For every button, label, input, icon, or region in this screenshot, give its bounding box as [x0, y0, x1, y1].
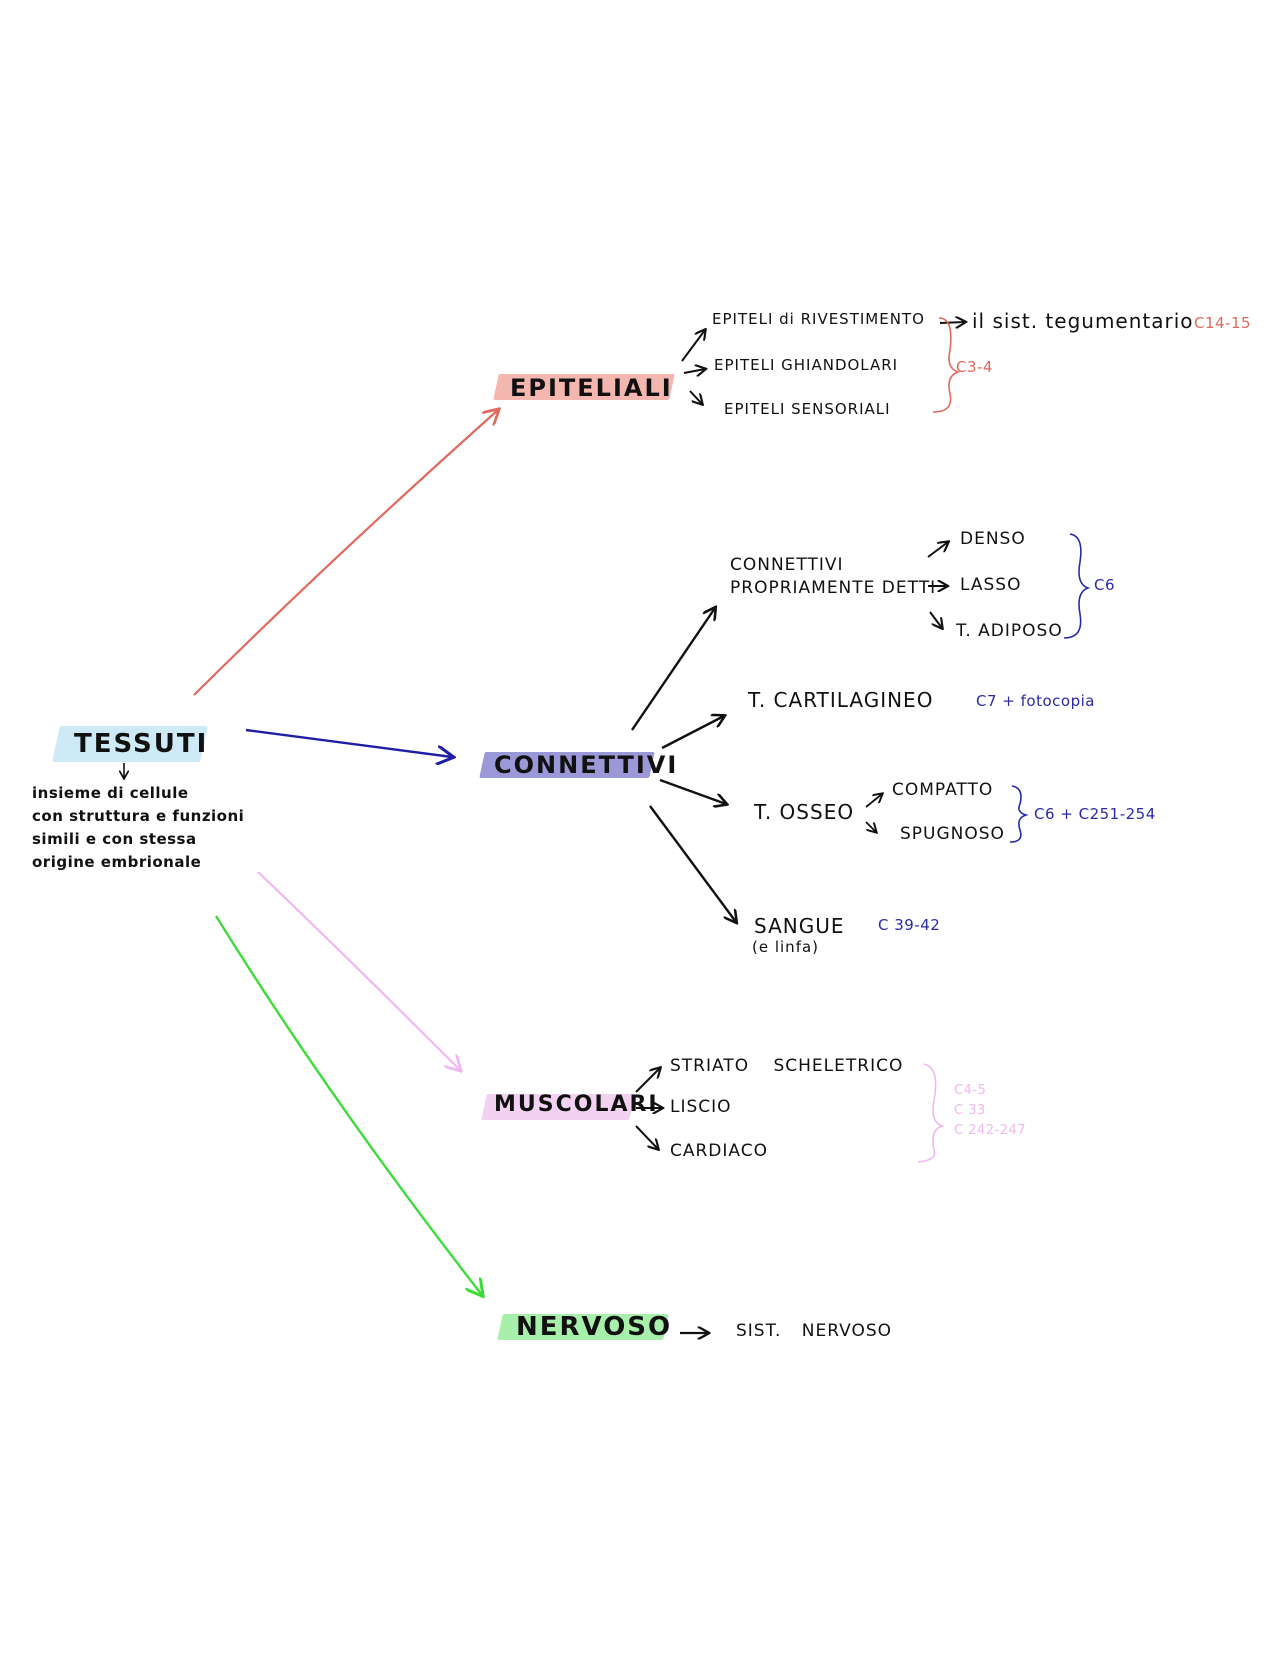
tessuti-title: TESSUTI	[74, 729, 209, 759]
epiteliali-label: EPITELIALI	[510, 374, 673, 402]
osseo-label: T. OSSEO	[754, 800, 855, 824]
tessuti-definition: insieme di cellule con struttura e funzi…	[32, 782, 244, 874]
muscolari-item: CARDIACO	[670, 1141, 768, 1161]
brace-osseo	[1009, 785, 1029, 843]
arrow-to-nervoso	[214, 915, 482, 1295]
arrow-to-epiteliali	[193, 410, 498, 696]
propriamente-item: T. ADIPOSO	[956, 621, 1063, 641]
arrow-connettivi-osseo	[659, 778, 726, 804]
propriamente-item: DENSO	[960, 529, 1026, 549]
muscolari-ref: C 33	[954, 1103, 986, 1118]
osseo-item: SPUGNOSO	[900, 824, 1005, 844]
propriamente-ref: C6	[1094, 576, 1116, 594]
sangue-sub: (e linfa)	[752, 938, 820, 956]
muscolari-item: STRIATO SCHELETRICO	[670, 1056, 904, 1076]
sistema-nervoso-label: SIST. NERVOSO	[736, 1321, 892, 1341]
arrow-to-muscolari	[257, 871, 460, 1070]
epiteliali-item: EPITELI GHIANDOLARI	[714, 356, 899, 374]
arrow-epiteliali-rivestimento	[681, 330, 705, 362]
arrow-epiteliali-sensoriali	[689, 390, 702, 404]
osseo-ref: C6 + C251-254	[1034, 805, 1156, 823]
sangue-ref: C 39-42	[878, 916, 941, 934]
arrow-rivestimento-tegumentario	[939, 322, 965, 323]
arrow-connettivi-cartilagineo	[661, 716, 724, 750]
propriamente-item: LASSO	[960, 575, 1022, 595]
arrow-to-connettivi	[245, 728, 452, 757]
brace-muscolari	[917, 1063, 945, 1163]
epiteliali-item: EPITELI di RIVESTIMENTO	[712, 310, 925, 328]
epiteliali-item: EPITELI SENSORIALI	[724, 400, 891, 418]
arrow-osseo-spugnoso	[865, 821, 876, 832]
arrow-connettivi-propriamente	[631, 608, 715, 731]
propriamente-label-line1: CONNETTIVI	[730, 555, 844, 575]
muscolari-ref: C4-5	[954, 1083, 987, 1098]
arrow-osseo-compatto	[865, 794, 882, 808]
definition-line: insieme di cellule	[32, 784, 189, 802]
nervoso-label: NERVOSO	[516, 1312, 673, 1342]
cartilagineo-ref: C7 + fotocopia	[976, 692, 1095, 710]
arrow-propriamente-denso	[927, 542, 948, 558]
arrow-connettivi-sangue	[649, 805, 736, 922]
arrow-muscolari-striato	[635, 1068, 660, 1093]
osseo-item: COMPATTO	[892, 780, 994, 800]
cartilagineo-label: T. CARTILAGINEO	[748, 688, 934, 712]
muscolari-ref: C 242-247	[954, 1123, 1027, 1138]
tegumentario-ref: C14-15	[1194, 314, 1252, 332]
propriamente-label-line2: PROPRIAMENTE DETTI	[730, 578, 937, 598]
definition-line: con struttura e funzioni	[32, 807, 245, 825]
brace-propriamente	[1063, 533, 1091, 639]
brace-epiteliali	[932, 317, 961, 413]
sangue-label: SANGUE	[754, 914, 845, 938]
tegumentario-label: il sist. tegumentario	[972, 309, 1194, 333]
connettivi-label: CONNETTIVI	[494, 751, 679, 779]
muscolari-item: LISCIO	[670, 1097, 732, 1117]
epiteliali-ref: C3-4	[956, 358, 993, 376]
muscolari-label: MUSCOLARI	[494, 1092, 659, 1117]
definition-line: origine embrionale	[32, 853, 202, 871]
arrow-muscolari-cardiaco	[635, 1125, 658, 1149]
arrow-propriamente-adiposo	[929, 611, 942, 628]
arrow-epiteliali-ghiandolari	[683, 369, 705, 373]
definition-line: simili e con stessa	[32, 830, 197, 848]
